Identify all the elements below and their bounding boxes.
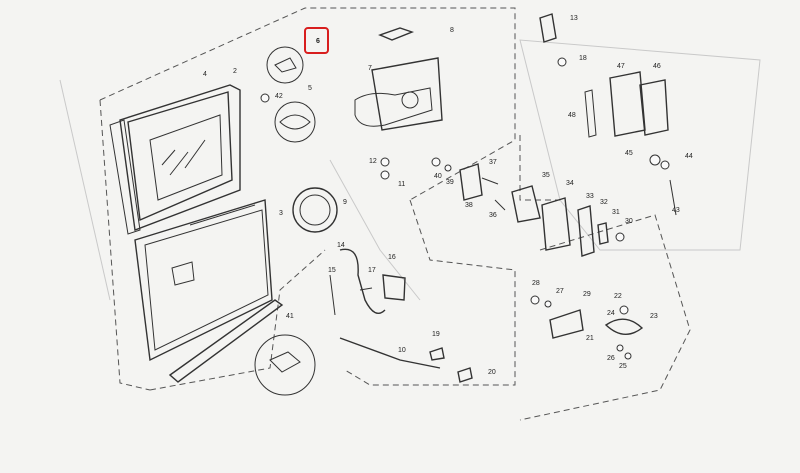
callout-10: 10 <box>398 347 406 354</box>
callout-12: 12 <box>369 158 377 165</box>
callout-23: 23 <box>650 313 658 320</box>
callout-11: 11 <box>398 181 405 188</box>
callout-39: 39 <box>446 179 454 186</box>
callout-46: 46 <box>653 63 661 70</box>
assembly-boundary-lines <box>99 7 691 421</box>
callout-17: 17 <box>368 267 376 274</box>
door-window-frame <box>109 84 241 235</box>
callout-30: 30 <box>625 218 633 225</box>
callout-33: 33 <box>586 193 594 200</box>
callout-2: 2 <box>233 68 237 75</box>
handle-assembly <box>354 27 443 131</box>
callout-35: 35 <box>542 172 550 179</box>
linkage-rods <box>329 248 473 383</box>
callout-labels: 2345678910111213141516171819202122232425… <box>203 15 693 376</box>
background-ghost-lines <box>59 39 761 301</box>
door-panel <box>134 199 273 362</box>
callout-14: 14 <box>337 242 345 249</box>
callout-36: 36 <box>489 212 497 219</box>
detail-circles <box>254 46 316 396</box>
hinge-brackets <box>511 185 625 257</box>
callout-45: 45 <box>625 150 633 157</box>
callout-27: 27 <box>556 288 564 295</box>
callout-26: 26 <box>607 355 615 362</box>
callout-24: 24 <box>607 310 615 317</box>
callout-44: 44 <box>685 153 693 160</box>
callout-16: 16 <box>388 254 396 261</box>
callout-3: 3 <box>279 210 283 217</box>
latch-plates <box>539 13 677 216</box>
callout-22: 22 <box>614 293 622 300</box>
callout-43: 43 <box>672 207 680 214</box>
callout-29: 29 <box>583 291 591 298</box>
callout-47: 47 <box>617 63 625 70</box>
gasket-ring <box>292 187 338 233</box>
callout-28: 28 <box>532 280 540 287</box>
callout-21: 21 <box>586 335 594 342</box>
callout-20: 20 <box>488 369 496 376</box>
callout-6: 6 <box>316 38 320 45</box>
callout-19: 19 <box>432 331 440 338</box>
callout-4: 4 <box>203 71 207 78</box>
highlight-box <box>304 27 329 54</box>
lower-latch-parts <box>530 295 644 360</box>
callout-32: 32 <box>600 199 608 206</box>
callout-40: 40 <box>434 173 442 180</box>
bottom-seal-strip <box>168 299 284 383</box>
callout-18: 18 <box>579 55 587 62</box>
callout-31: 31 <box>612 209 620 216</box>
callout-37: 37 <box>489 159 497 166</box>
callout-41: 41 <box>286 313 294 320</box>
callout-8: 8 <box>450 27 454 34</box>
callout-34: 34 <box>566 180 574 187</box>
callout-15: 15 <box>328 267 336 274</box>
callout-38: 38 <box>465 202 473 209</box>
small-hardware <box>380 157 506 211</box>
callout-13: 13 <box>570 15 578 22</box>
callout-48: 48 <box>568 112 576 119</box>
callout-9: 9 <box>343 199 347 206</box>
callout-42: 42 <box>275 93 283 100</box>
callout-25: 25 <box>619 363 627 370</box>
callout-5: 5 <box>308 85 312 92</box>
callout-7: 7 <box>368 65 372 72</box>
